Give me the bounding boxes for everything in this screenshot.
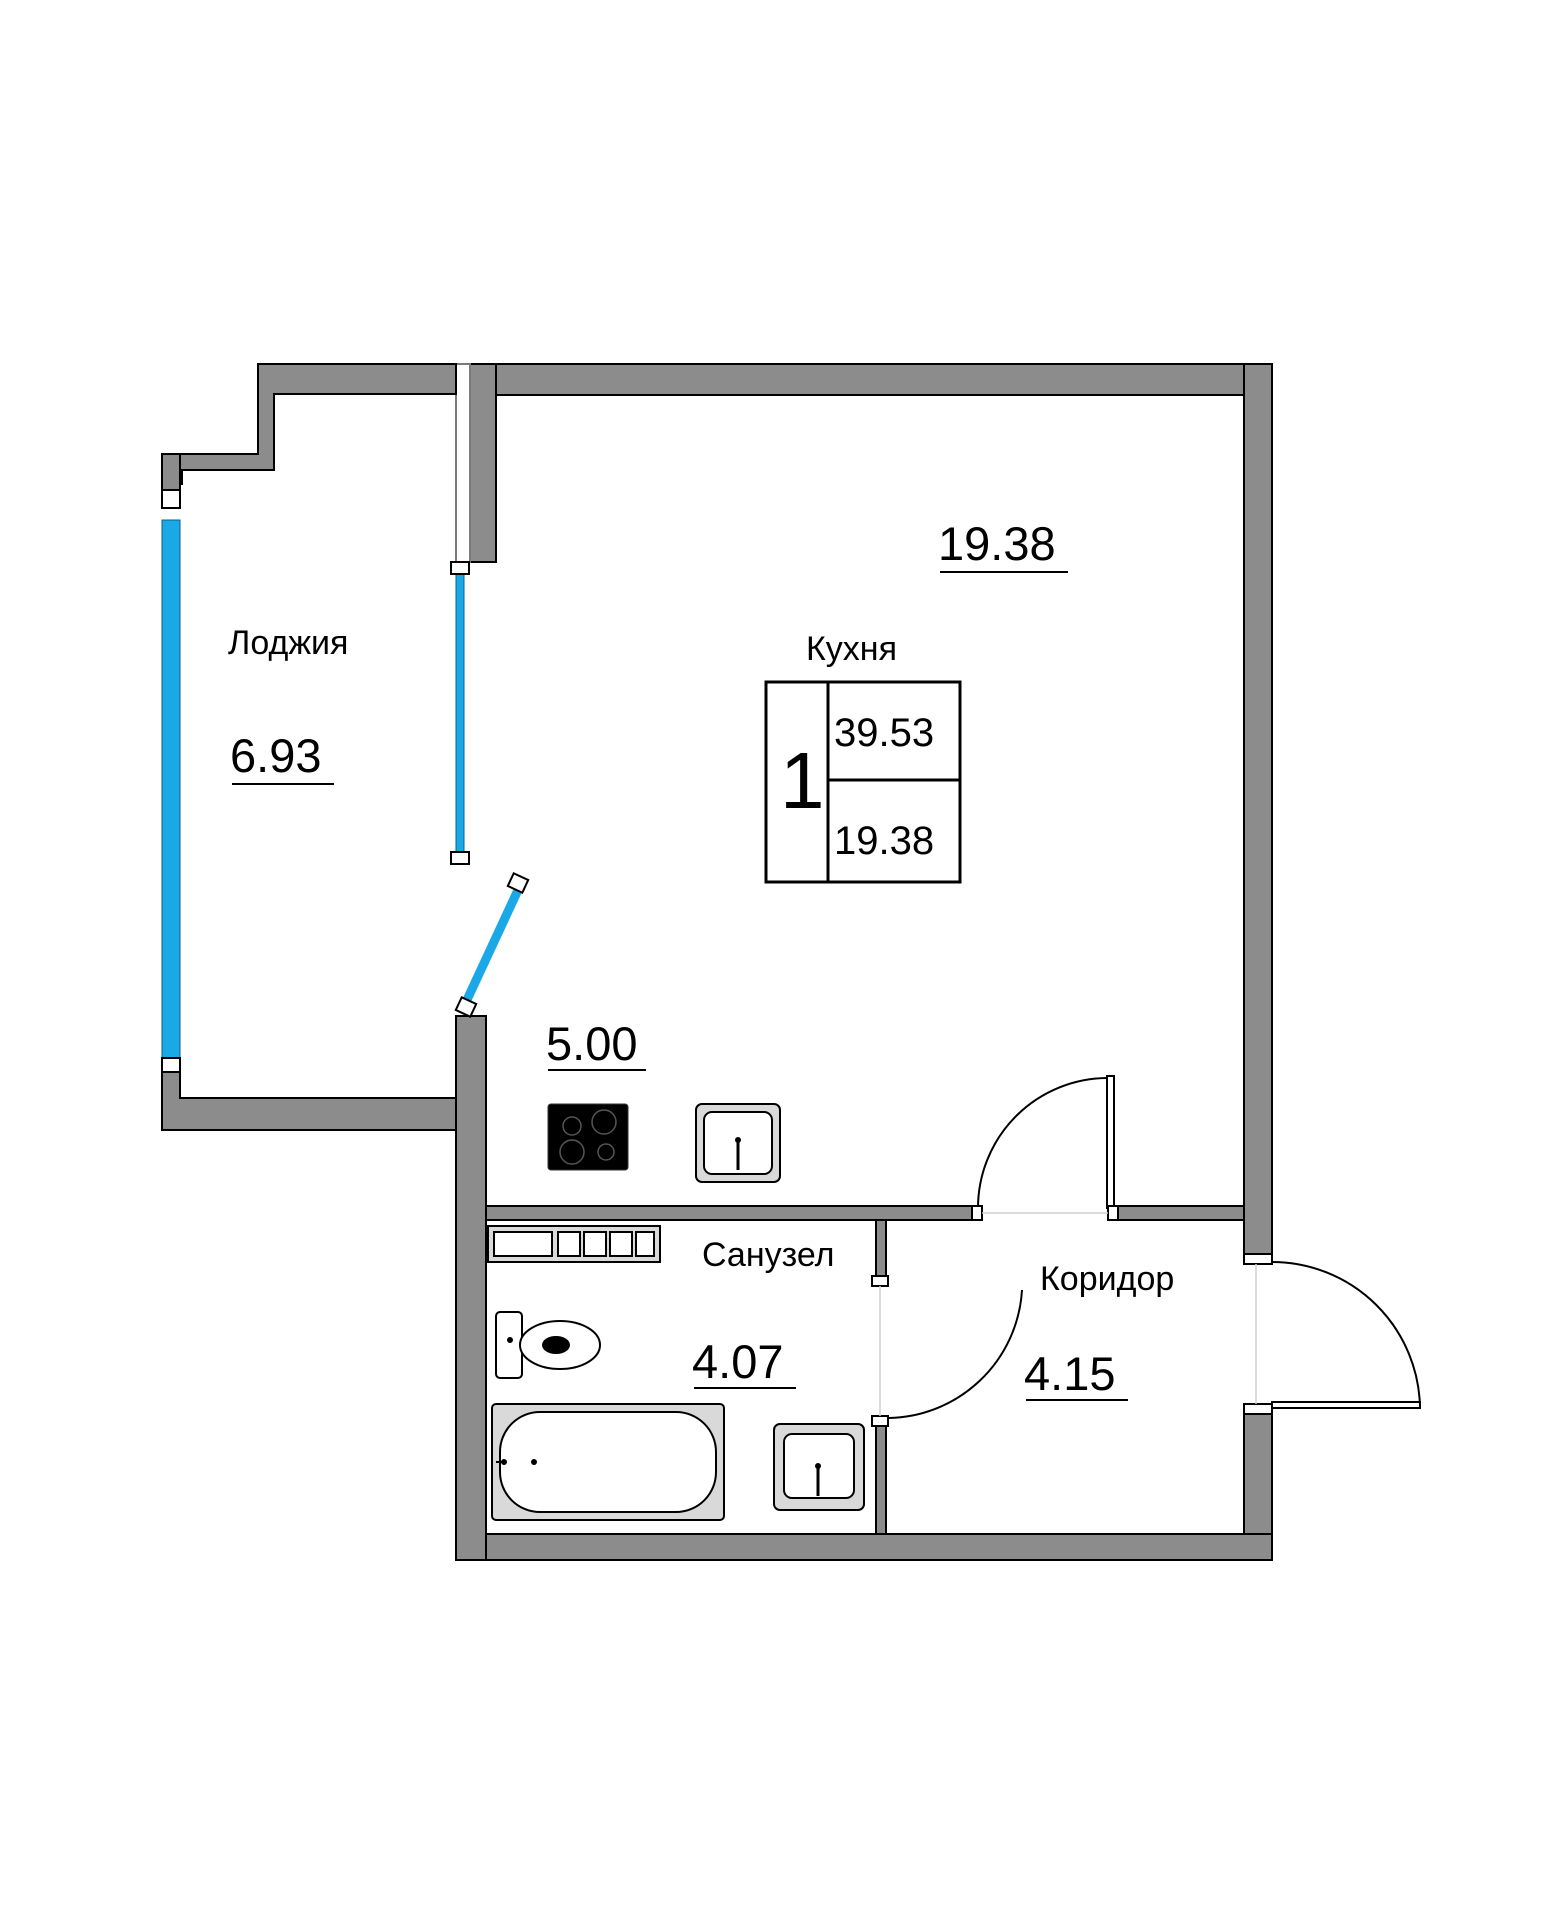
toilet-icon (495, 1311, 601, 1379)
badge-rooms-count: 1 (780, 736, 825, 825)
door-swing (977, 1077, 1108, 1209)
badge-living-area: 19.38 (834, 819, 934, 863)
bathroom-name: Санузел (702, 1236, 834, 1274)
kitchen-area: 5.00 (546, 1017, 637, 1070)
wall-bottom (455, 1533, 1273, 1561)
wall-kitchen-bath (485, 1205, 973, 1221)
badge-total-area: 39.53 (834, 711, 934, 755)
sink-icon-bath (773, 1423, 865, 1511)
apartment-badge: 1 39.53 19.38 (764, 680, 962, 884)
wall-bath-corridor-top (875, 1219, 887, 1281)
fixtures (487, 1103, 865, 1521)
windows (161, 489, 530, 1073)
wall-right-upper (1243, 363, 1273, 1257)
wall-kitchen-corridor (1113, 1205, 1245, 1221)
cabinet-icon (487, 1225, 661, 1263)
sink-icon (695, 1103, 781, 1183)
door-jamb-left (971, 1205, 983, 1221)
balcony-door-cap-bottom (454, 995, 478, 1019)
door-leaf-entrance (1271, 1401, 1421, 1409)
kitchen-name: Кухня (806, 630, 897, 668)
badge-frame (764, 680, 962, 884)
door-leaf-main (1106, 1075, 1115, 1209)
door-jamb-right (1107, 1205, 1119, 1221)
bathroom-area: 4.07 (692, 1335, 783, 1388)
partition-cap-bottom (450, 851, 470, 865)
doors (871, 1075, 1421, 1427)
wall-left-bath (455, 1015, 487, 1561)
wall-loggia-left-top (161, 453, 181, 491)
wall-loggia-top (163, 363, 457, 485)
entrance-jamb-bottom (1243, 1403, 1273, 1415)
loggia-area: 6.93 (230, 729, 321, 782)
window-cap-bottom (161, 1057, 181, 1073)
bath-door-jamb-bottom (871, 1415, 889, 1427)
wall-top-main (495, 363, 1273, 396)
corridor-name: Коридор (1040, 1260, 1174, 1298)
corridor-area: 4.15 (1024, 1347, 1115, 1400)
partition-glass (455, 573, 465, 853)
labels: Лоджия 6.93 19.38 Кухня 5.00 Санузел 4.0… (228, 517, 1174, 1401)
balcony-door-cap-top (506, 871, 530, 895)
main-room-area: 19.38 (938, 517, 1056, 570)
door-swing-bath (885, 1289, 1023, 1420)
window-cap-top (161, 489, 181, 509)
window-glass (161, 519, 181, 1059)
hob-icon (547, 1103, 629, 1171)
door-swing-entrance (1271, 1261, 1421, 1409)
loggia-name: Лоджия (228, 624, 348, 662)
bath-door-jamb-top (871, 1275, 889, 1287)
entrance-jamb-top (1243, 1253, 1273, 1265)
partition-cap-top (450, 561, 470, 575)
wall-pillar-inner (455, 363, 471, 563)
wall-loggia-bottom (161, 1067, 457, 1131)
bathtub-icon (491, 1403, 725, 1521)
walls (161, 363, 1273, 1561)
wall-bath-corridor-bottom (875, 1417, 887, 1535)
balcony-door-glass (461, 888, 523, 1004)
